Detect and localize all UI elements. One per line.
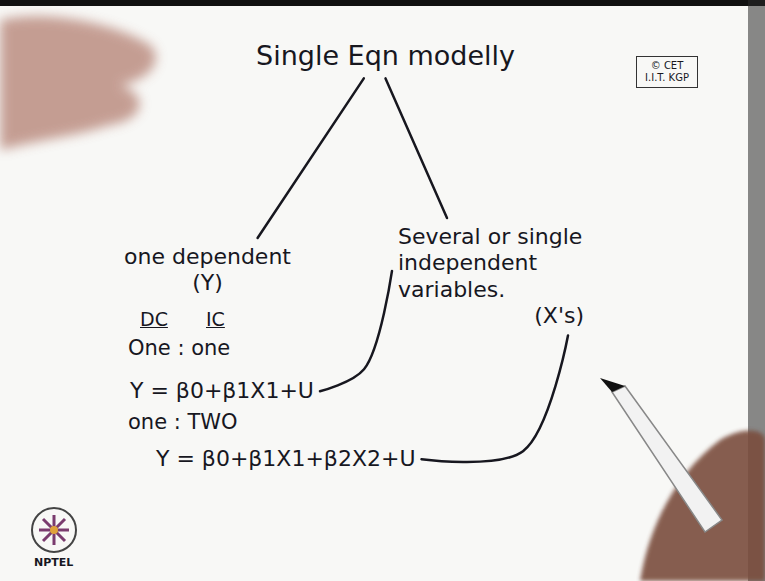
logo-petals [39,515,69,545]
ratio-note: one : TWO [128,410,238,435]
node-text: Several or single independent variables. [398,224,606,303]
hand-blur [0,16,156,150]
top-edge [0,0,765,6]
branch-line [320,271,392,391]
stamp-box: © CET I.I.T. KGP [636,56,698,88]
branch-line [258,78,364,238]
logo-center [50,526,58,534]
node-text: one dependent [124,244,291,270]
logo-text: NPTEL [34,556,73,569]
column-heading: DC [140,308,168,331]
branch-line [422,336,568,462]
branch-line [386,78,447,218]
root-topic: Single Eqn modelly [250,34,521,78]
branch-topic: Several or single independent variables.… [392,218,612,336]
logo-ring [32,508,76,552]
node-text: (X's) [398,303,606,329]
node-text: Y = β0+β1X1+β2X2+U [156,446,416,472]
node-text: Y = β0+β1X1+U [130,378,314,404]
ratio-note: One : one [128,336,230,361]
pen-tip [600,378,625,392]
node-text: Single Eqn modelly [256,40,515,72]
branch-topic: one dependent(Y) [118,238,297,303]
equation: Y = β0+β1X1+β2X2+U [150,440,422,478]
node-text: (Y) [124,270,291,296]
equation: Y = β0+β1X1+U [124,372,320,410]
column-heading: IC [206,308,225,331]
nptel-logo [32,508,76,552]
marker-pen [612,386,722,532]
node-text: © CET I.I.T. KGP [640,60,694,84]
